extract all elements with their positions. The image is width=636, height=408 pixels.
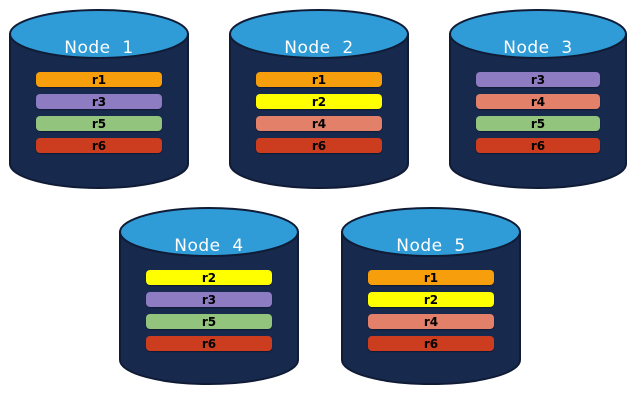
replica-label: r6 [201, 336, 217, 351]
replica-bar-r6[interactable]: r6 [146, 336, 272, 351]
node-5-replica-list: r1 r2 r4 r6 [340, 270, 522, 351]
replica-bar-r1[interactable]: r1 [36, 72, 162, 87]
node-4-replica-list: r2 r3 r5 r6 [118, 270, 300, 351]
replica-label: r3 [91, 94, 107, 109]
replica-bar-r5[interactable]: r5 [146, 314, 272, 329]
node-3-replica-list: r3 r4 r5 r6 [448, 72, 628, 153]
replica-bar-r3[interactable]: r3 [146, 292, 272, 307]
replica-bar-r3[interactable]: r3 [36, 94, 162, 109]
replica-bar-r2[interactable]: r2 [146, 270, 272, 285]
replica-label: r6 [91, 138, 107, 153]
replica-bar-r4[interactable]: r4 [476, 94, 600, 109]
replica-bar-r6[interactable]: r6 [368, 336, 494, 351]
replica-label: r1 [91, 72, 107, 87]
replica-label: r1 [423, 270, 439, 285]
replica-bar-r2[interactable]: r2 [368, 292, 494, 307]
replica-bar-r6[interactable]: r6 [36, 138, 162, 153]
node-2-replica-list: r1 r2 r4 r6 [228, 72, 410, 153]
replica-label: r3 [201, 292, 217, 307]
cylinder-top-ellipse [229, 9, 409, 59]
replica-label: r2 [311, 94, 327, 109]
replica-label: r6 [530, 138, 546, 153]
replica-bar-r6[interactable]: r6 [476, 138, 600, 153]
replica-bar-r2[interactable]: r2 [256, 94, 382, 109]
replica-label: r4 [311, 116, 327, 131]
replica-label: r6 [423, 336, 439, 351]
replica-bar-r1[interactable]: r1 [256, 72, 382, 87]
replica-bar-r4[interactable]: r4 [368, 314, 494, 329]
cylinder-top-ellipse [119, 207, 299, 257]
replica-label: r2 [201, 270, 217, 285]
replica-bar-r5[interactable]: r5 [476, 116, 600, 131]
replica-label: r5 [201, 314, 217, 329]
cylinder-top-ellipse [9, 9, 189, 59]
replica-bar-r1[interactable]: r1 [368, 270, 494, 285]
replica-bar-r3[interactable]: r3 [476, 72, 600, 87]
cylinder-top-ellipse [341, 207, 521, 257]
replica-label: r3 [530, 72, 546, 87]
replica-bar-r6[interactable]: r6 [256, 138, 382, 153]
replica-label: r6 [311, 138, 327, 153]
replica-bar-r4[interactable]: r4 [256, 116, 382, 131]
replica-label: r5 [91, 116, 107, 131]
replica-label: r4 [423, 314, 439, 329]
node-1-replica-list: r1 r3 r5 r6 [8, 72, 190, 153]
replica-bar-r5[interactable]: r5 [36, 116, 162, 131]
replica-label: r2 [423, 292, 439, 307]
cylinder-top-ellipse [449, 9, 627, 59]
replica-label: r5 [530, 116, 546, 131]
replica-label: r1 [311, 72, 327, 87]
replica-label: r4 [530, 94, 546, 109]
